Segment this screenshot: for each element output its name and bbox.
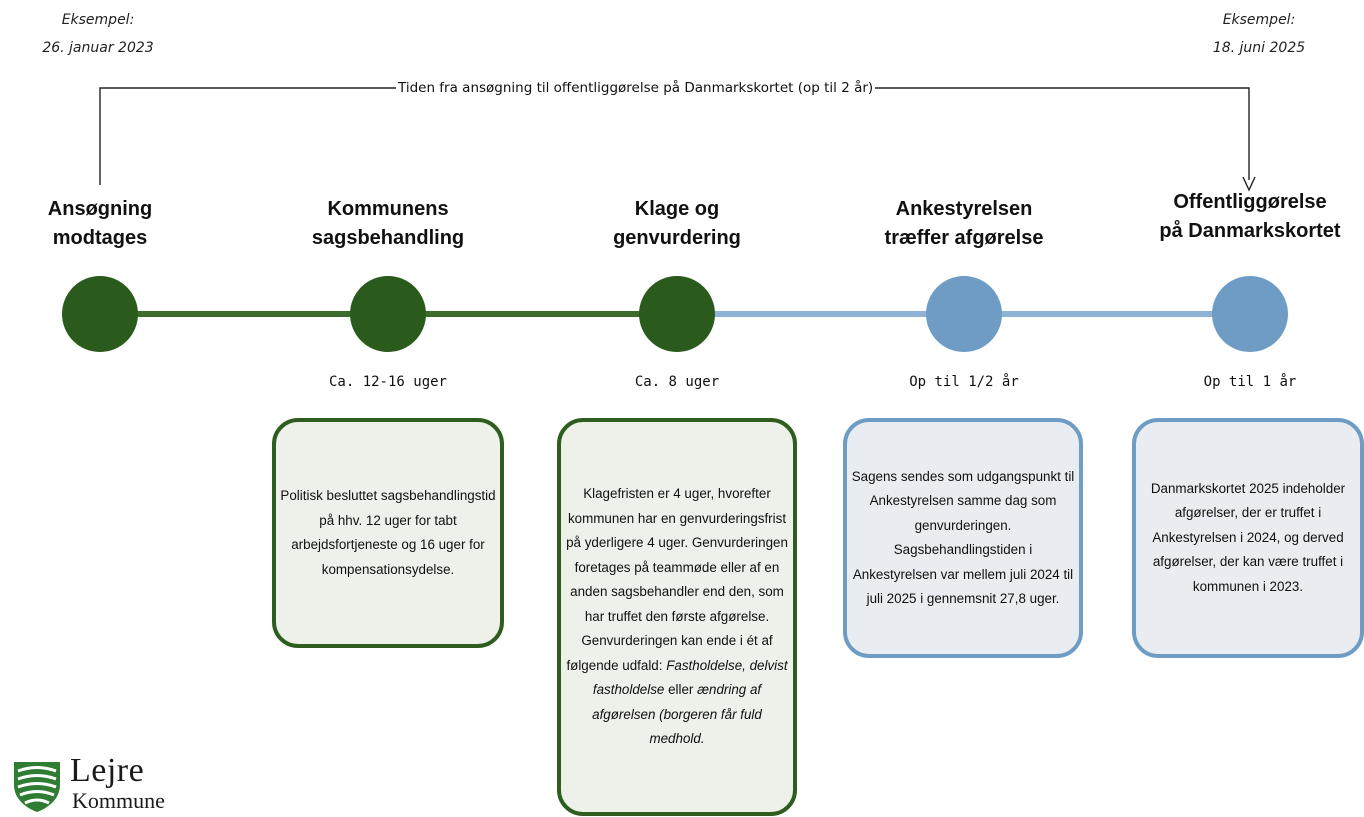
card-text-emphasis: Fastholdelse, delvist fastholdelse	[592, 657, 788, 698]
example-start-value: 26. januar 2023	[42, 40, 154, 56]
stage-title-line: Ankestyrelsen	[895, 198, 1033, 220]
stage-title-line: Offentliggørelse	[1173, 191, 1327, 213]
stage-title-line: træffer afgørelse	[884, 227, 1044, 249]
stage-title-offentliggoerelse: Offentliggørelse på Danmarkskortet	[1150, 188, 1350, 246]
arrow-down-icon	[1242, 176, 1256, 192]
timespan-label: Tiden fra ansøgning til offentliggørelse…	[396, 79, 876, 97]
card-text: Danmarkskortet 2025 indeholder afgørelse…	[1150, 480, 1346, 594]
example-end-date: Eksempel: 18. juni 2025	[1194, 6, 1324, 62]
duration-kommunens: Ca. 12-16 uger	[328, 374, 447, 390]
stage-title-klage: Klage og genvurdering	[577, 195, 777, 253]
card-text: Sagens sendes som udgangspunkt til Ankes…	[851, 468, 1075, 607]
duration-offentliggoerelse: Op til 1 år	[1203, 374, 1297, 390]
card-kommunens-sagsbehandling: Politisk besluttet sagsbehandlingstid på…	[272, 418, 504, 648]
stage-title-line: på Danmarkskortet	[1159, 220, 1341, 242]
example-start-label: Eksempel:	[61, 12, 135, 28]
stage-title-ansoegning: Ansøgning modtages	[0, 195, 200, 253]
timeline-dot-klage	[639, 276, 715, 352]
duration-klage: Ca. 8 uger	[634, 374, 720, 390]
stage-title-line: Kommunens	[327, 198, 449, 220]
card-danmarkskortet: Danmarkskortet 2025 indeholder afgørelse…	[1132, 418, 1364, 658]
example-start-date: Eksempel: 26. januar 2023	[28, 6, 168, 62]
coat-of-arms-icon	[14, 762, 60, 812]
lejre-kommune-logo: Lejre Kommune	[10, 753, 210, 815]
stage-title-line: genvurdering	[613, 227, 741, 249]
duration-ankestyrelsen: Op til 1/2 år	[909, 374, 1019, 390]
stage-title-ankestyrelsen: Ankestyrelsen træffer afgørelse	[864, 195, 1064, 253]
card-text-emphasis: ændring af afgørelsen (borgeren får fuld…	[592, 682, 762, 747]
timespan-bracket	[99, 87, 1256, 192]
stage-title-line: Klage og	[634, 198, 720, 220]
logo-text-kommune: Kommune	[72, 788, 165, 813]
stage-title-line: modtages	[52, 227, 148, 249]
example-end-value: 18. juni 2025	[1212, 40, 1306, 56]
card-text: Klagefristen er 4 uger, hvorefter kommun…	[561, 482, 793, 752]
card-text-connector: eller	[664, 682, 698, 698]
card-ankestyrelsen: Sagens sendes som udgangspunkt til Ankes…	[843, 418, 1083, 658]
timeline-dot-offentliggoerelse	[1212, 276, 1288, 352]
card-text: Politisk besluttet sagsbehandlingstid på…	[280, 488, 496, 577]
timeline-dot-ansoegning	[62, 276, 138, 352]
stage-title-line: Ansøgning	[47, 198, 153, 220]
card-klage-genvurdering: Klagefristen er 4 uger, hvorefter kommun…	[557, 418, 797, 816]
timeline-dot-ankestyrelsen	[926, 276, 1002, 352]
logo-text-lejre: Lejre	[70, 752, 145, 789]
stage-title-kommunens: Kommunens sagsbehandling	[288, 195, 488, 253]
stage-title-line: sagsbehandling	[311, 227, 465, 249]
example-end-label: Eksempel:	[1222, 12, 1296, 28]
timeline-dot-kommunens	[350, 276, 426, 352]
card-text-main: Klagefristen er 4 uger, hvorefter kommun…	[566, 486, 788, 673]
